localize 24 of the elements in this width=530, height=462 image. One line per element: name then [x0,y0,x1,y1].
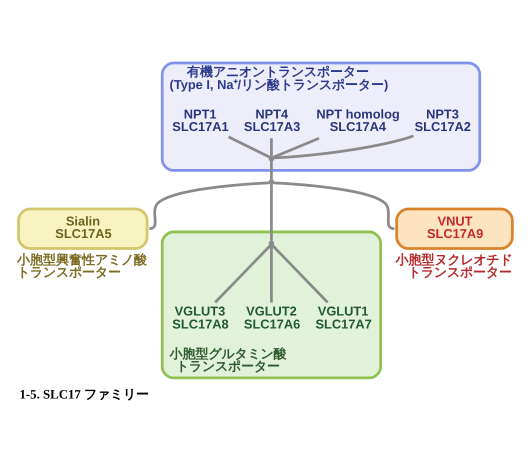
node-label: 小胞型興奮性アミノ酸トランスポーター [17,252,148,280]
connector [149,182,270,230]
node-text: NPT1 SLC17A1 [172,106,229,134]
connector [270,246,273,303]
connector [228,136,270,158]
connector [214,244,272,304]
connector [274,134,414,160]
node-point [268,156,274,162]
node-text: VGLUT1 SLC17A7 [315,304,372,332]
node-text: NPT3 SLC17A2 [414,106,471,134]
connector [274,182,395,230]
connector [270,162,273,180]
connector [270,138,273,156]
node-text: VGLUT2 SLC17A6 [244,304,300,332]
caption: 1-5. SLC17 ファミリー [20,387,150,402]
connector [272,244,329,304]
connector [270,184,273,241]
connector [272,137,320,159]
node-label: 小胞型ヌクレオチドトランスポーター [395,252,512,280]
node-text: VGLUT3 SLC17A8 [172,304,229,332]
node-point [268,179,274,185]
node-text: NPT4 SLC17A3 [244,106,300,134]
node-point [268,240,274,246]
node-text: NPT homolog SLC17A4 [316,106,400,134]
